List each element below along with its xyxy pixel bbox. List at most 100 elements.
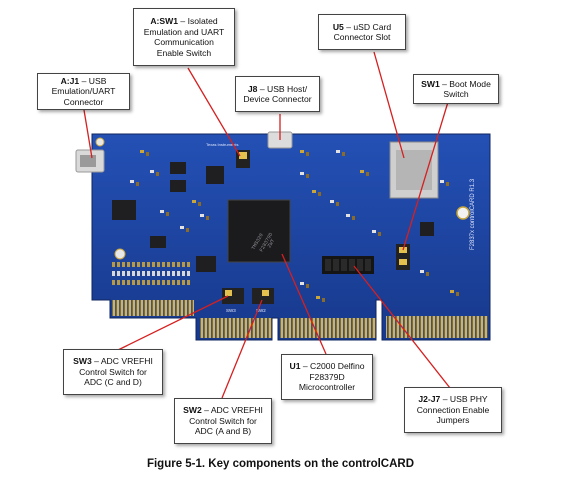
board-model-text: F2837x controlCARD R1.3: [470, 178, 476, 250]
passive-pad: [182, 271, 185, 276]
passive-pad: [378, 232, 381, 236]
ic-regulator: [206, 166, 224, 184]
passive-pad: [316, 296, 320, 299]
sw2-knob: [262, 290, 269, 296]
callout-sw3-ref: SW3: [73, 356, 92, 367]
passive-pad: [162, 280, 165, 285]
passive-pad: [330, 200, 334, 203]
passive-pad: [446, 182, 449, 186]
passive-pad: [172, 262, 175, 267]
callout-sw3: SW3 – ADC VREFHI Control Switch for ADC …: [63, 349, 163, 395]
edge-fingers-mid2: [280, 318, 376, 338]
passive-pad: [312, 190, 316, 193]
passive-pad: [162, 262, 165, 267]
callout-j2j7-ref: J2-J7: [418, 394, 441, 405]
passive-pad: [137, 262, 140, 267]
callout-j8-ref: J8: [247, 83, 258, 94]
passive-pad: [152, 262, 155, 267]
passive-pad: [342, 152, 345, 156]
passive-pad: [360, 170, 364, 173]
callout-u1-line-1: – C2000 Delfino: [300, 361, 365, 372]
passive-pad: [318, 192, 321, 196]
leader-sw3: [117, 295, 229, 351]
passive-pad: [306, 174, 309, 178]
callout-sw3-line-2: Control Switch for: [79, 366, 147, 377]
passive-pad: [180, 226, 184, 229]
sw2-silk-label: SW2: [256, 308, 266, 313]
passive-pad: [147, 271, 150, 276]
callout-asw1-line-3: Communication: [154, 37, 214, 47]
ic-isolator-1: [170, 162, 186, 174]
passive-pad: [177, 280, 180, 285]
callout-j8-line-1: – USB Host/: [257, 83, 308, 94]
passive-pad: [172, 271, 175, 276]
passive-pad: [166, 212, 169, 216]
leader-aj1: [83, 109, 93, 159]
passive-pad: [117, 271, 120, 276]
ic-small-3: [420, 222, 434, 236]
callout-aj1: A:J1 – USB Emulation/UART Connector: [37, 73, 130, 110]
callout-u1: U1 – C2000 Delfino F28379D Microcontroll…: [281, 354, 373, 400]
passive-pad: [440, 180, 444, 183]
mounting-hole-r: [456, 206, 470, 220]
leader-sw1: [402, 101, 449, 251]
callout-asw1-line-4: Enable Switch: [156, 47, 212, 58]
passive-pad: [137, 271, 140, 276]
leader-lines: [83, 51, 451, 399]
callout-u1-line-2: F28379D: [309, 371, 345, 382]
passive-pad: [167, 280, 170, 285]
passive-pad: [112, 262, 115, 267]
passive-pad: [146, 152, 149, 156]
passive-pad: [456, 292, 459, 296]
edge-fingers-left: [112, 300, 194, 316]
callout-u5: U5 – uSD Card Connector Slot: [318, 14, 406, 50]
passive-pad: [336, 202, 339, 206]
callout-sw2-line-3: ADC (A and B): [194, 426, 252, 437]
callout-asw1-line-2: Emulation and UART: [143, 26, 225, 37]
mounting-hole-bl: [114, 248, 126, 260]
passive-pad: [187, 262, 190, 267]
passive-pad: [198, 202, 201, 206]
passive-pad: [450, 290, 454, 293]
passive-pad: [167, 271, 170, 276]
callout-aj1-line-2: Emulation/UART: [51, 86, 116, 97]
callout-asw1: A:SW1 – Isolated Emulation and UART Comm…: [133, 8, 235, 66]
chip-text-3: ZWT: [267, 238, 277, 249]
passive-pad: [117, 262, 120, 267]
callout-j2j7: J2-J7 – USB PHY Connection Enable Jumper…: [404, 387, 502, 433]
passive-pad: [112, 271, 115, 276]
passive-pad: [372, 230, 376, 233]
passive-pad: [147, 262, 150, 267]
callout-u1-ref: U1: [289, 361, 301, 372]
passive-pad: [142, 262, 145, 267]
sw3-knob: [225, 290, 232, 296]
ic-small-1: [196, 256, 216, 272]
callout-sw1-line-1: – Boot Mode: [439, 78, 491, 89]
callout-u1-line-3: Microcontroller: [298, 382, 356, 393]
callout-j8-line-2: Device Connector: [243, 94, 312, 104]
passive-pad: [132, 280, 135, 285]
passive-pad: [122, 262, 125, 267]
callout-j2j7-line-3: Jumpers: [436, 415, 470, 426]
passive-pad: [420, 270, 424, 273]
passive-pad: [132, 262, 135, 267]
passive-pad: [182, 262, 185, 267]
board-brand-text: Texas Instruments: [206, 142, 238, 147]
callout-sw2: SW2 – ADC VREFHI Control Switch for ADC …: [174, 398, 272, 444]
passive-pad: [142, 271, 145, 276]
callout-sw1-ref: SW1: [421, 78, 440, 89]
mcu-chip: [227, 199, 291, 263]
leader-asw1: [187, 67, 241, 157]
passive-pad: [127, 271, 130, 276]
isolation-switch-knob: [239, 152, 247, 159]
leader-sw2: [221, 299, 263, 399]
passive-pad: [127, 262, 130, 267]
passive-pad: [177, 262, 180, 267]
passive-pad: [192, 200, 196, 203]
callout-sw2-line-2: Control Switch for: [189, 415, 257, 426]
callout-sw3-line-3: ADC (C and D): [84, 377, 142, 388]
passive-pad: [172, 280, 175, 285]
passive-pad: [300, 150, 304, 153]
